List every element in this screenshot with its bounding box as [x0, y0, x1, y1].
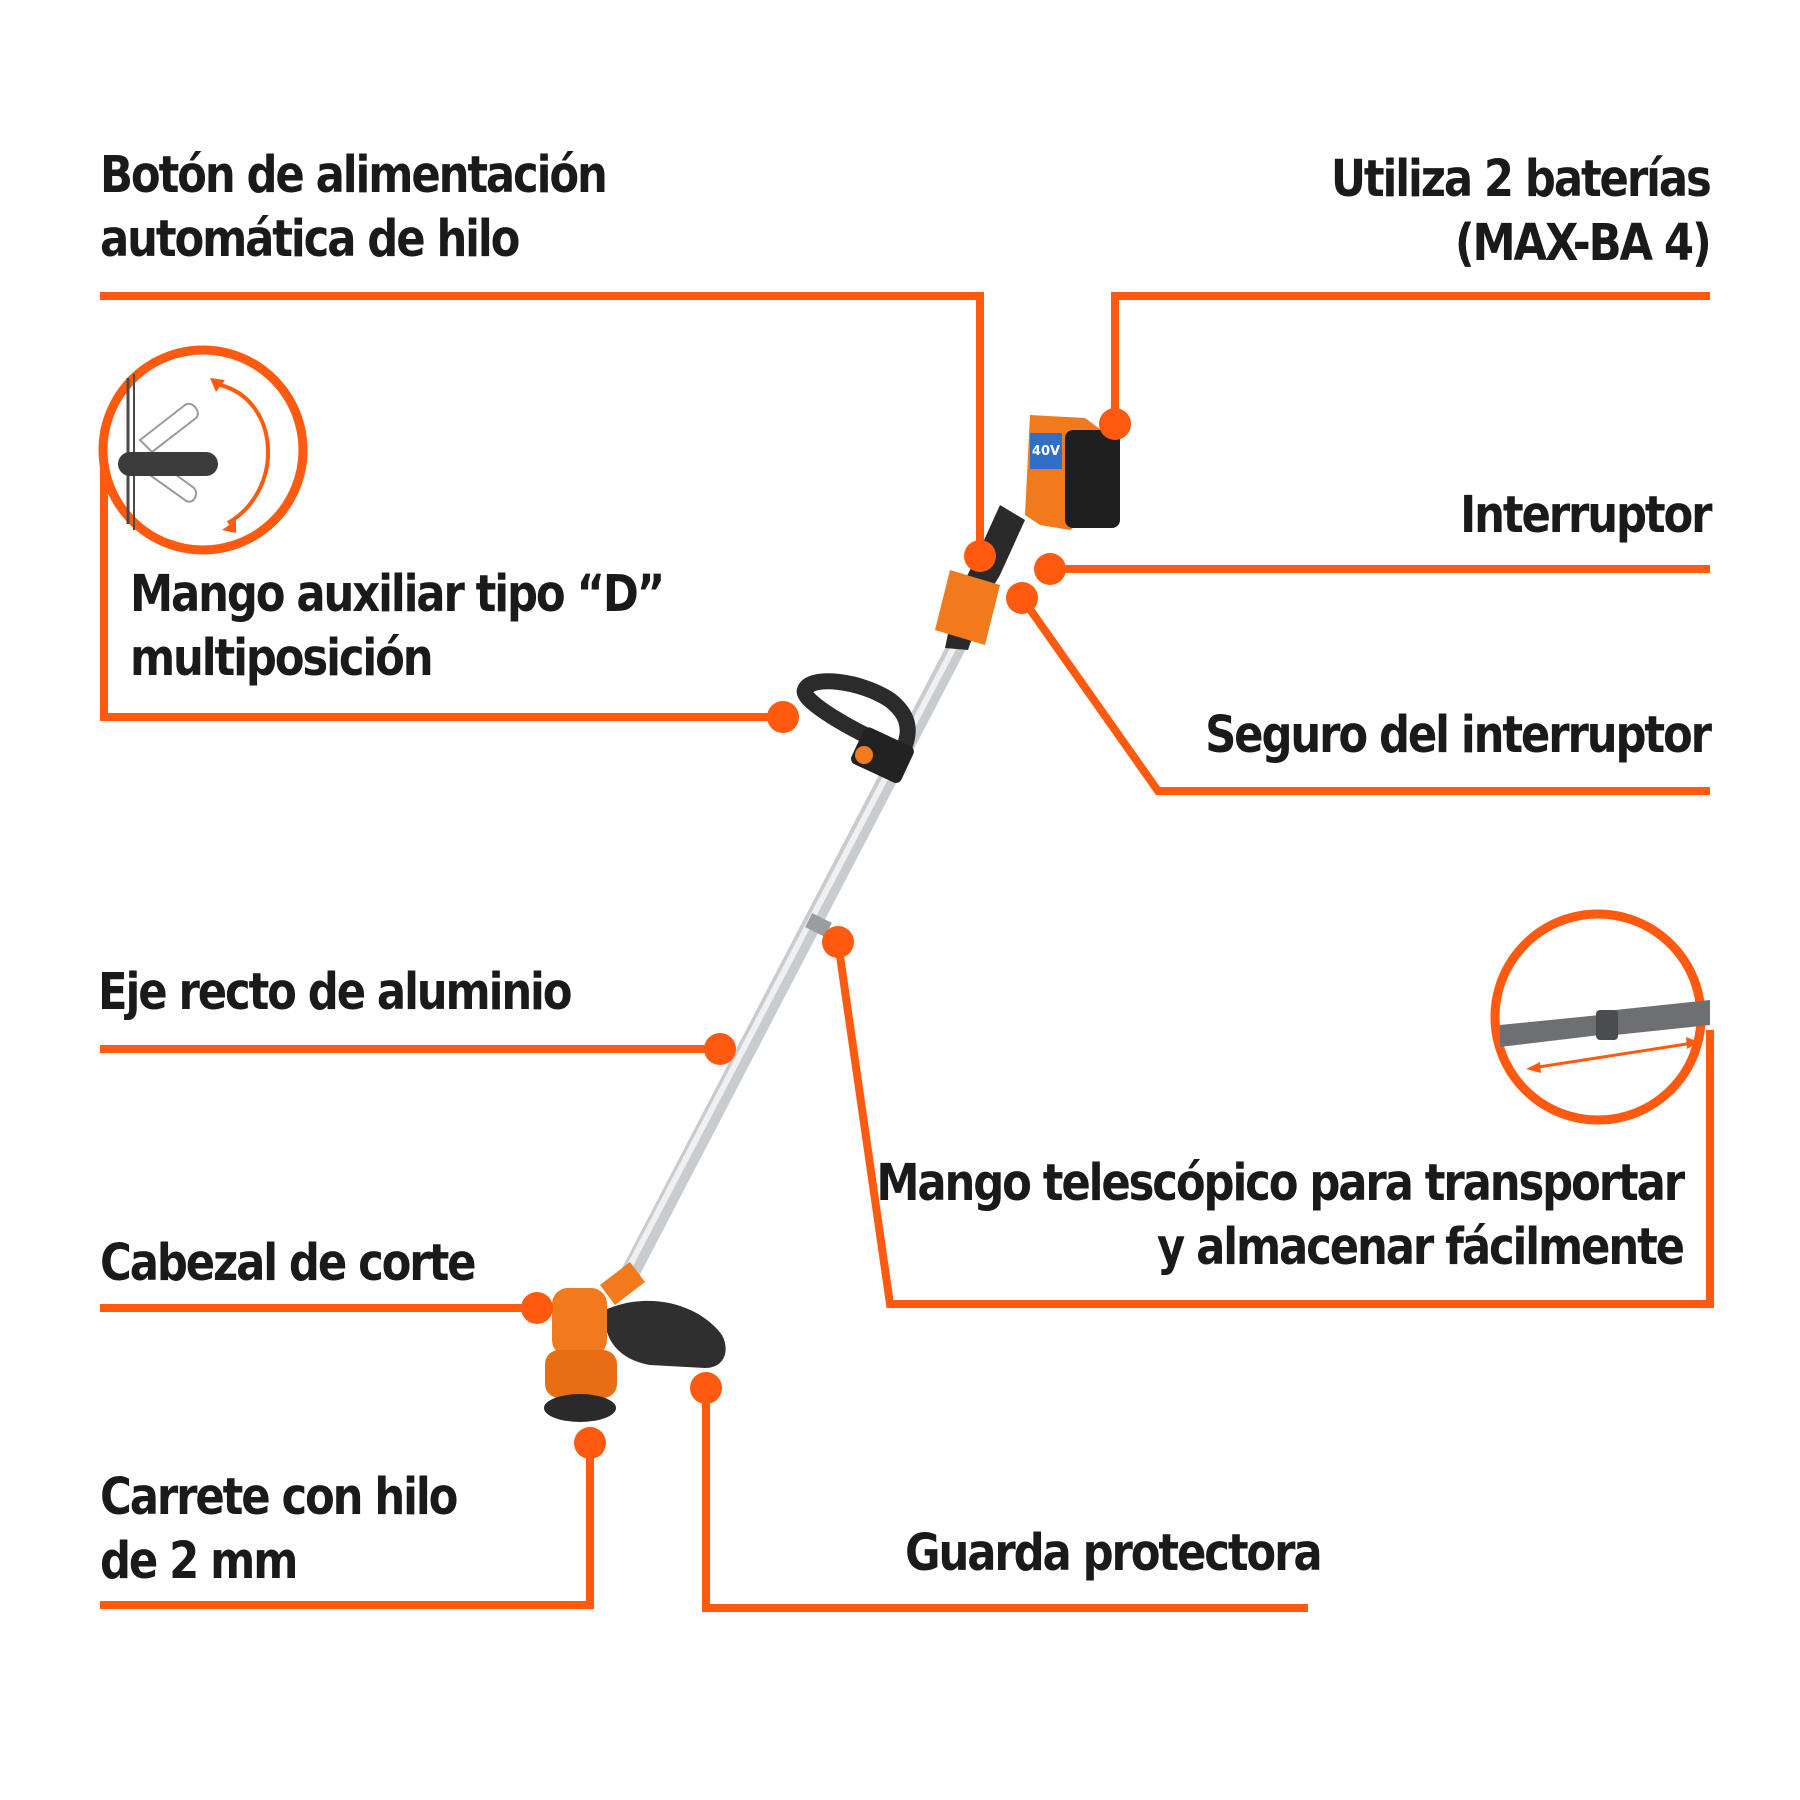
battery-pack [1065, 430, 1120, 528]
spool-body [545, 1350, 617, 1398]
label-spool: Carrete con hilo de 2 mm [100, 1466, 458, 1594]
label-guard-line1: Guarda protectora [905, 1524, 1323, 1583]
label-telescopic-line2: y almacenar fácilmente [1157, 1218, 1685, 1277]
guard [604, 1300, 726, 1368]
extend-arrow-head-right [1686, 1037, 1699, 1049]
label-feed-button-line2: automática de hilo [100, 210, 520, 269]
inset-handle-ghost-up [138, 402, 199, 454]
d-handle [796, 673, 916, 758]
dot-spool [574, 1427, 606, 1459]
dot-telescopic [822, 926, 854, 958]
label-d-handle: Mango auxiliar tipo “D” multiposición [130, 563, 665, 691]
d-handle-inset [98, 345, 308, 555]
leader-batteries [1111, 292, 1710, 422]
label-switch-lock-line1: Seguro del interruptor [1205, 706, 1712, 765]
d-handle-clamp [851, 727, 914, 783]
rotation-arrow-head-down [222, 520, 236, 533]
label-cutting-head-line1: Cabezal de corte [100, 1234, 477, 1293]
dot-d-handle [767, 701, 799, 733]
label-telescopic-line1: Mango telescópico para transportar [876, 1154, 1685, 1213]
inset-tube-right [1615, 1000, 1710, 1035]
leader-telescopic [834, 941, 1714, 1308]
label-feed-button-line1: Botón de alimentación [100, 146, 608, 205]
leader-guard [702, 1388, 1308, 1612]
inset-handle [118, 452, 218, 476]
inset-handle-ghost-down [138, 454, 198, 503]
telescopic-inset [1490, 909, 1710, 1125]
extend-arrow-head-left [1526, 1062, 1541, 1073]
battery-badge: 40V [1032, 444, 1060, 459]
dot-cutting-head [521, 1292, 553, 1324]
label-shaft: Eje recto de aluminio [98, 961, 573, 1025]
callout-dots [521, 408, 1131, 1459]
head-neck [600, 1262, 645, 1305]
label-feed-button: Botón de alimentación automática de hilo [100, 144, 608, 272]
spool-bottom [544, 1394, 616, 1422]
label-shaft-line1: Eje recto de aluminio [98, 963, 573, 1022]
dot-switch [1034, 553, 1066, 585]
inset-collar [1596, 1010, 1618, 1040]
label-telescopic: Mango telescópico para transportar y alm… [876, 1152, 1685, 1280]
label-switch-lock: Seguro del interruptor [1205, 704, 1712, 768]
leader-d-handle [100, 430, 783, 721]
handle-collar [935, 570, 1000, 645]
extend-arrow-icon [1531, 1041, 1694, 1070]
dot-guard [690, 1372, 722, 1404]
leader-switch-lock [1018, 595, 1710, 795]
label-switch-line1: Interruptor [1459, 486, 1712, 545]
leader-spool [100, 1443, 594, 1609]
label-guard: Guarda protectora [905, 1522, 1323, 1586]
leader-feed-button [100, 292, 984, 552]
label-cutting-head: Cabezal de corte [100, 1232, 477, 1296]
label-batteries: Utiliza 2 baterías (MAX-BA 4) [1331, 148, 1712, 276]
label-spool-line1: Carrete con hilo [100, 1468, 458, 1527]
battery-label [1030, 433, 1062, 469]
label-switch: Interruptor [1459, 484, 1712, 548]
label-spool-line2: de 2 mm [100, 1532, 298, 1591]
dot-shaft [704, 1033, 736, 1065]
motor-housing [552, 1288, 607, 1356]
label-d-handle-line2: multiposición [130, 629, 434, 688]
label-batteries-line1: Utiliza 2 baterías [1331, 150, 1712, 209]
leader-lines [100, 292, 1714, 1612]
telescopic-joint [805, 913, 832, 937]
string-trimmer: 40V [544, 415, 1120, 1422]
rotation-arrow-icon [219, 383, 271, 525]
label-batteries-line2: (MAX-BA 4) [1455, 214, 1712, 273]
d-handle-knob [855, 746, 873, 764]
rotation-arrow-head-up [210, 378, 225, 392]
dot-feed-button [964, 540, 996, 572]
label-d-handle-line1: Mango auxiliar tipo “D” [130, 565, 665, 624]
dot-switch-lock [1006, 582, 1038, 614]
inset-tube-left [1500, 1015, 1600, 1047]
dot-batteries [1099, 408, 1131, 440]
